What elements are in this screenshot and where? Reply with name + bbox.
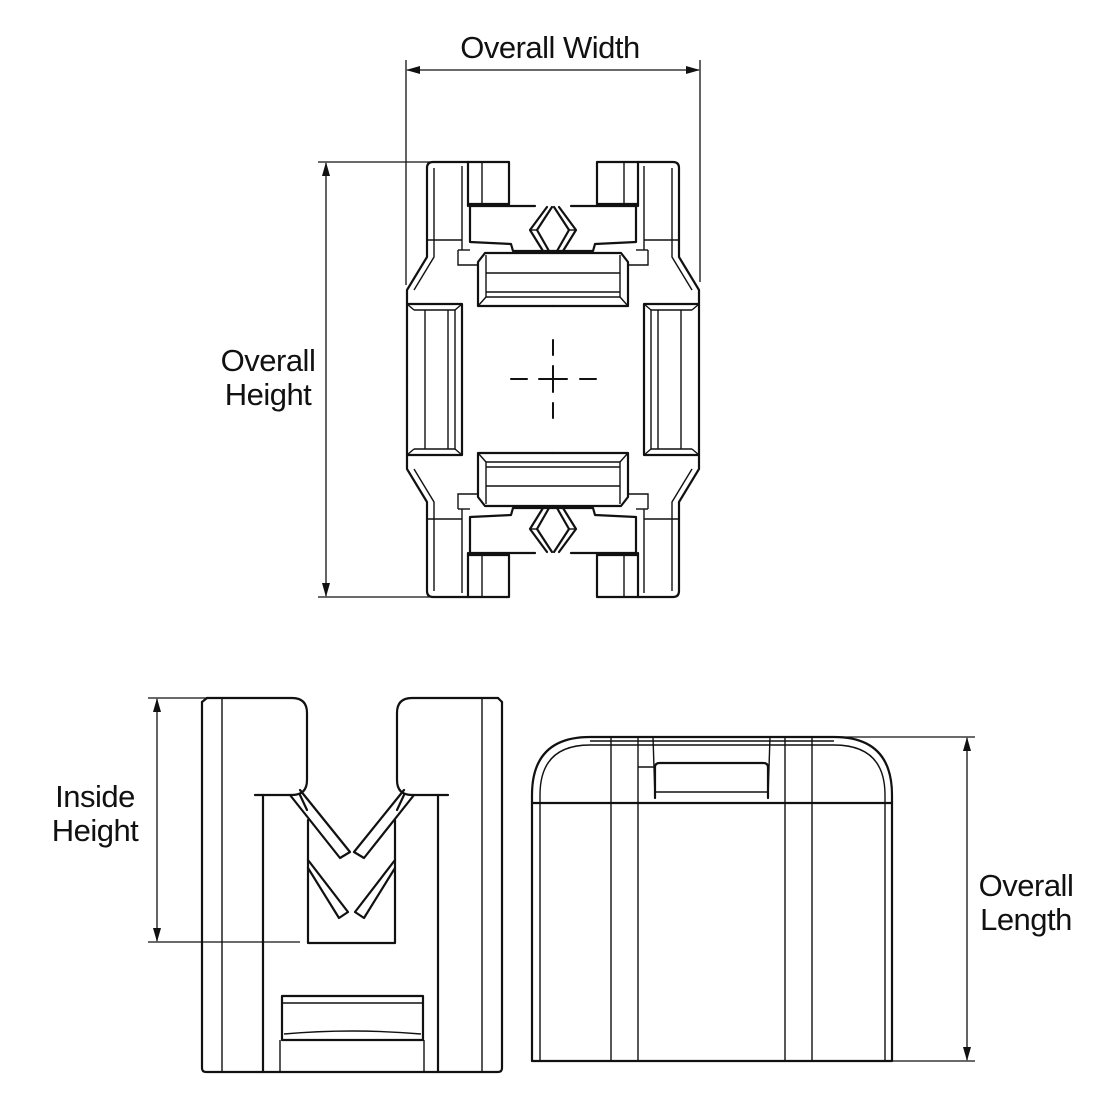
overall-length-dimension — [834, 736, 975, 1062]
inside-height-line-1: Inside — [55, 779, 135, 814]
overall-width-dimension — [405, 60, 701, 285]
overall-length-line-2: Length — [980, 902, 1072, 937]
overall-length-line-1: Overall — [978, 868, 1074, 903]
end-view — [530, 735, 894, 1063]
side-view — [200, 696, 504, 1074]
inside-height-label: Inside Height — [30, 780, 160, 848]
center-crosshair — [510, 339, 597, 419]
overall-length-label: Overall Length — [956, 869, 1096, 937]
overall-width-label: Overall Width — [460, 30, 640, 65]
inside-height-line-2: Height — [51, 813, 139, 848]
overall-height-line-2: Height — [224, 377, 312, 412]
inside-height-dimension — [148, 697, 300, 943]
overall-height-label: Overall Height — [198, 344, 338, 412]
overall-height-dimension — [318, 161, 432, 598]
top-view — [405, 160, 701, 599]
overall-height-line-1: Overall — [220, 343, 316, 378]
